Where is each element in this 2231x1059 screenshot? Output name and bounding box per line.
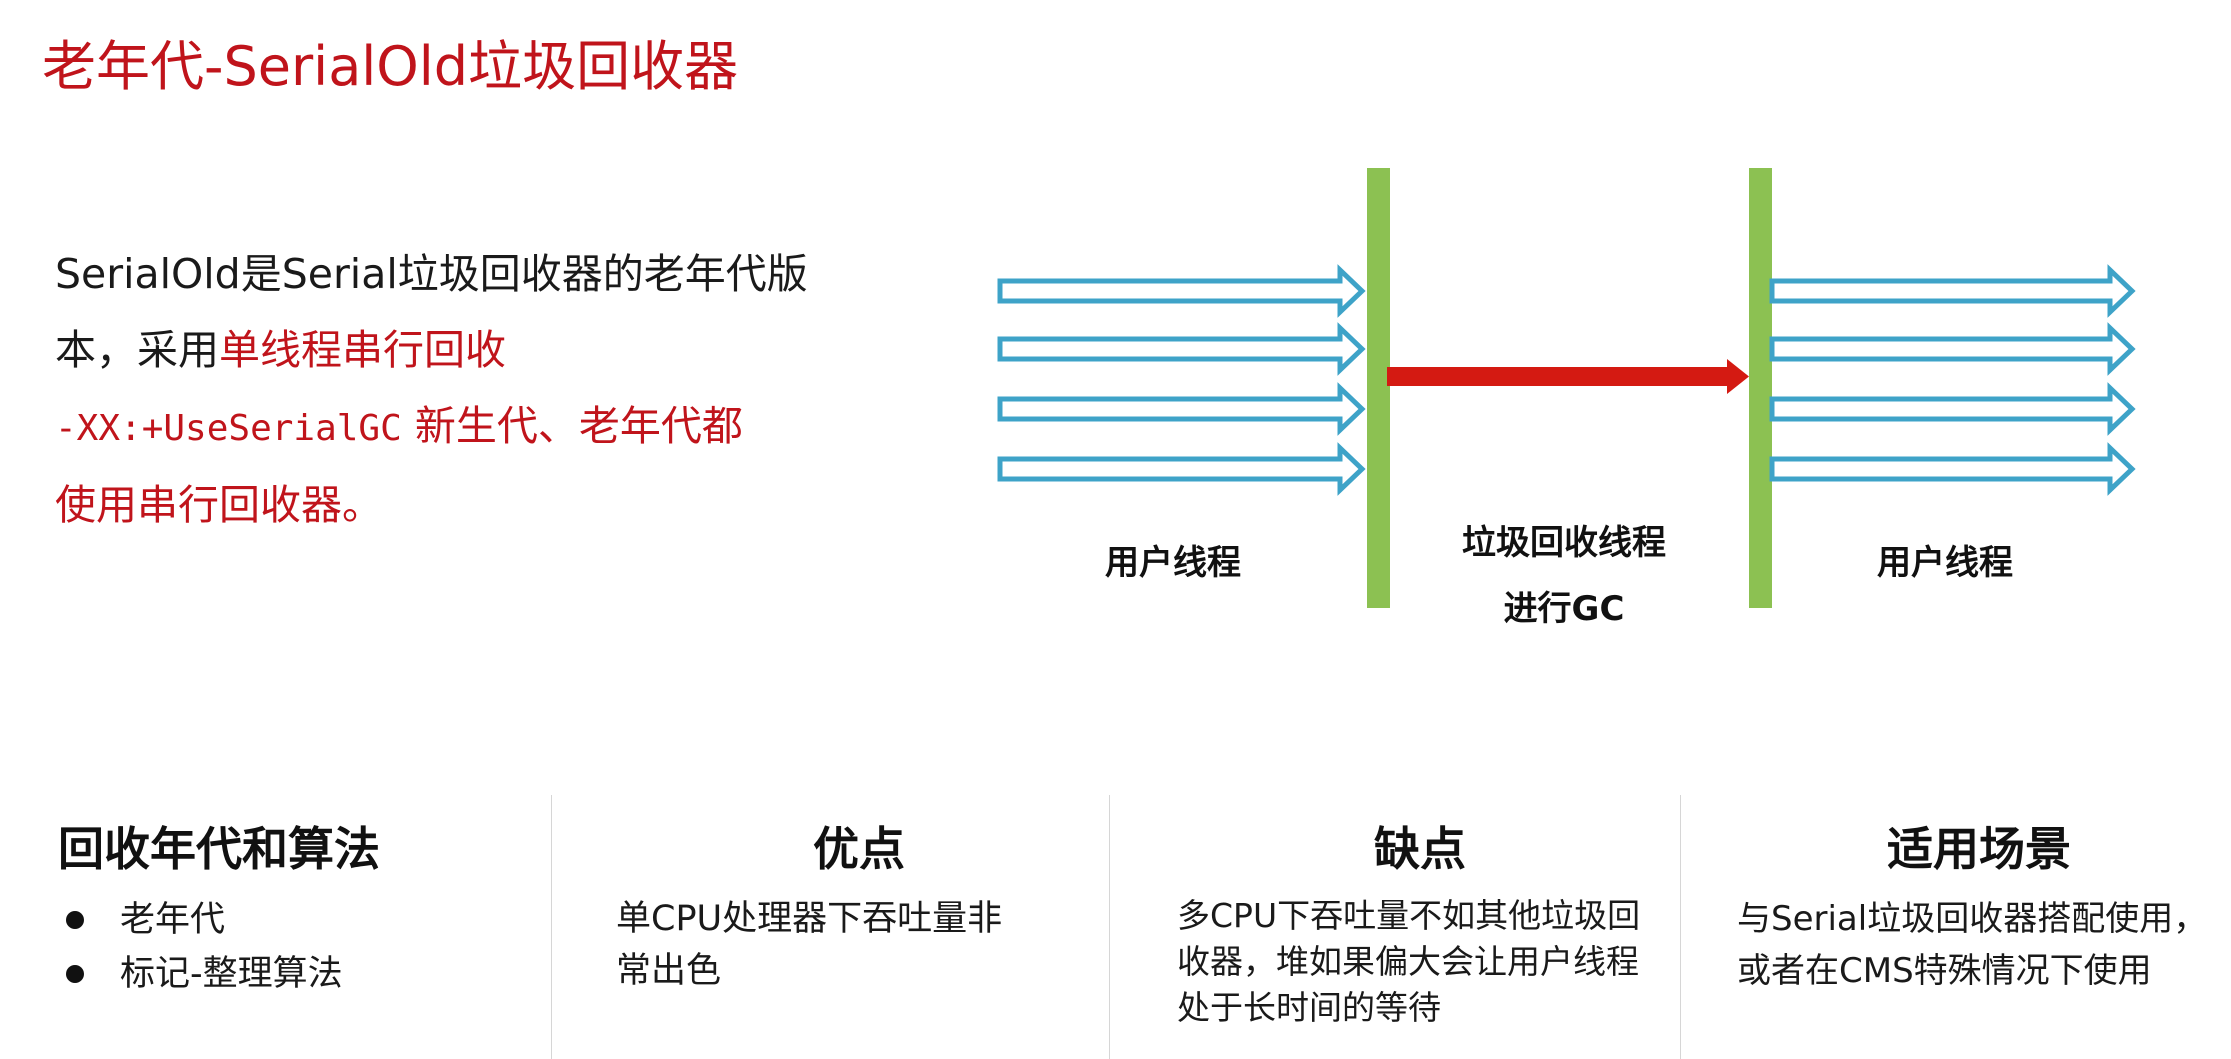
column-advantages: 优点 单CPU处理器下吞吐量非 常出色 — [616, 795, 1096, 1059]
bullet-text: 标记-整理算法 — [120, 954, 343, 994]
diagram-canvas — [997, 168, 2136, 608]
algorithm-bullet-list: 老年代 标记-整理算法 — [58, 893, 538, 1001]
column-advantages-heading: 优点 — [813, 822, 905, 876]
disadvantages-line-2: 收器，堆如果偏大会让用户线程 — [1177, 942, 1639, 981]
use-cases-line-2: 或者在CMS特殊情况下使用 — [1737, 951, 2152, 991]
left-thread-arrow-4 — [997, 442, 1366, 496]
right-thread-arrow-2 — [1769, 322, 2136, 376]
description-line-4: 使用串行回收器。 — [55, 481, 383, 529]
column-use-cases-body: 与Serial垃圾回收器搭配使用， 或者在CMS特殊情况下使用 — [1737, 893, 2227, 997]
right-thread-arrow-3 — [1769, 382, 2136, 436]
right-thread-arrow-1 — [1769, 264, 2136, 318]
page-title: 老年代-SerialOld垃圾回收器 — [42, 35, 739, 98]
column-divider — [1109, 795, 1110, 1059]
column-advantages-body: 单CPU处理器下吞吐量非 常出色 — [616, 893, 1096, 997]
description-line-1: SerialOld是Serial垃圾回收器的老年代版 — [55, 250, 808, 298]
gc-thread-arrow — [1387, 359, 1749, 394]
column-algorithm-heading: 回收年代和算法 — [58, 822, 380, 876]
disadvantages-line-1: 多CPU下吞吐量不如其他垃圾回 — [1177, 896, 1641, 935]
left-user-thread-label: 用户线程 — [1105, 543, 1241, 583]
column-algorithm: 回收年代和算法 老年代 标记-整理算法 — [58, 795, 538, 1059]
disadvantages-line-3: 处于长时间的等待 — [1177, 988, 1441, 1027]
bullet-text: 老年代 — [120, 900, 226, 940]
right-thread-arrow-4 — [1769, 442, 2136, 496]
description: SerialOld是Serial垃圾回收器的老年代版 本，采用单线程串行回收 -… — [55, 236, 845, 543]
gc-thread-label-line-1: 垃圾回收线程 — [1462, 523, 1666, 563]
description-line-3: -XX:+UseSerialGC 新生代、老年代都 — [55, 388, 845, 467]
gc-thread-label-line-2: 进行GC — [1503, 589, 1625, 629]
left-thread-arrow-3 — [997, 382, 1366, 436]
gc-thread-label: 垃圾回收线程 进行GC — [1462, 510, 1666, 642]
gc-end-barrier — [1749, 168, 1772, 608]
column-use-cases-heading: 适用场景 — [1887, 822, 2071, 876]
column-disadvantages-body: 多CPU下吞吐量不如其他垃圾回 收器，堆如果偏大会让用户线程 处于长时间的等待 — [1177, 893, 1677, 1031]
right-user-thread-label: 用户线程 — [1877, 543, 2013, 583]
left-thread-arrow-1 — [997, 264, 1366, 318]
right-thread-arrows — [1769, 264, 2136, 496]
gc-start-barrier — [1367, 168, 1390, 608]
description-highlight: 单线程串行回收 — [219, 326, 506, 374]
left-thread-arrow-2 — [997, 322, 1366, 376]
list-item: 标记-整理算法 — [58, 947, 538, 1001]
description-line-2: 本，采用单线程串行回收 — [55, 312, 845, 388]
column-disadvantages-heading: 缺点 — [1374, 822, 1466, 876]
column-divider — [1680, 795, 1681, 1059]
description-flag-rest: 新生代、老年代都 — [401, 402, 743, 450]
bullet-dot — [66, 965, 84, 983]
column-disadvantages: 缺点 多CPU下吞吐量不如其他垃圾回 收器，堆如果偏大会让用户线程 处于长时间的… — [1177, 795, 1677, 1059]
left-thread-arrows — [997, 264, 1366, 496]
use-cases-line-1: 与Serial垃圾回收器搭配使用， — [1737, 899, 2208, 939]
advantages-line-2: 常出色 — [616, 951, 722, 991]
list-item: 老年代 — [58, 893, 538, 947]
column-use-cases: 适用场景 与Serial垃圾回收器搭配使用， 或者在CMS特殊情况下使用 — [1737, 795, 2227, 1059]
serial-old-diagram: 用户线程 垃圾回收线程 进行GC 用户线程 — [997, 168, 2136, 642]
summary-columns: 回收年代和算法 老年代 标记-整理算法 优点 单CPU处理器下吞吐量非 常出色 … — [0, 795, 2231, 1059]
bullet-dot — [66, 911, 84, 929]
description-plain-text: 本，采用 — [55, 326, 219, 374]
advantages-line-1: 单CPU处理器下吞吐量非 — [616, 899, 1003, 939]
column-divider — [551, 795, 552, 1059]
jvm-flag: -XX:+UseSerialGC — [55, 408, 402, 449]
